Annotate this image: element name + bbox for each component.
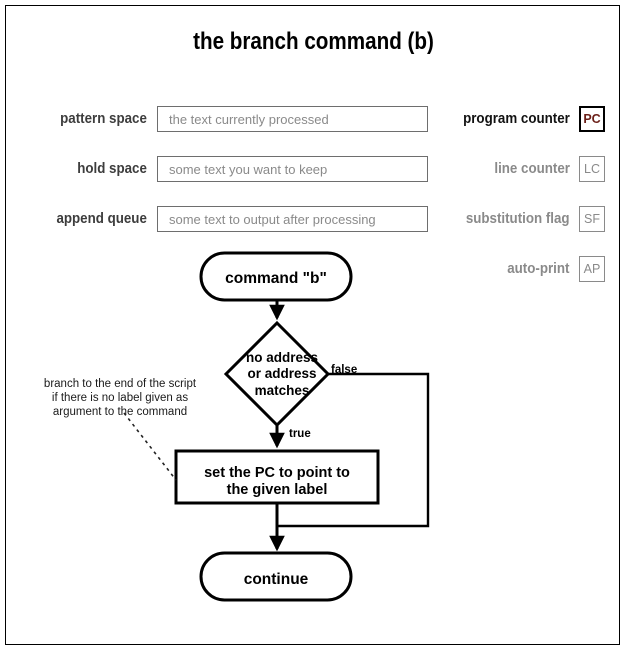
state-field-pattern-space: pattern space the text currently process… — [6, 105, 431, 133]
flag-label: auto-print — [507, 261, 570, 277]
hold-space-input[interactable]: some text you want to keep — [157, 156, 428, 182]
decision-node-label[interactable]: no address or address matches — [245, 350, 319, 398]
process-node-label[interactable]: set the PC to point to the given label — [204, 465, 350, 498]
auto-print-badge[interactable]: AP — [579, 256, 605, 282]
program-counter-badge[interactable]: PC — [579, 106, 605, 132]
flag-row-auto-print: auto-print AP — [404, 255, 619, 283]
state-field-label: pattern space — [60, 111, 147, 127]
end-node-label[interactable]: continue — [243, 571, 309, 588]
substitution-flag-badge[interactable]: SF — [579, 206, 605, 232]
flag-label: line counter — [494, 161, 570, 177]
flag-label: program counter — [463, 111, 570, 127]
edge-label-true: true — [289, 428, 311, 440]
append-queue-input[interactable]: some text to output after processing — [157, 206, 428, 232]
flag-row-line-counter: line counter LC — [404, 155, 619, 183]
edge-label-false: false — [331, 364, 358, 376]
annotation-leader-line — [123, 412, 177, 481]
flag-label: substitution flag — [466, 211, 570, 227]
page-title: the branch command (b) — [193, 28, 434, 55]
line-counter-badge[interactable]: LC — [579, 156, 605, 182]
state-field-append-queue: append queue some text to output after p… — [6, 205, 431, 233]
flag-row-program-counter: program counter PC — [404, 105, 619, 133]
state-field-label: append queue — [56, 211, 147, 227]
annotation-note: branch to the end of the script if there… — [43, 378, 197, 419]
state-field-label: hold space — [77, 161, 147, 177]
flowchart-graphics — [123, 251, 430, 602]
state-field-hold-space: hold space some text you want to keep — [6, 155, 431, 183]
start-node-label[interactable]: command "b" — [225, 270, 327, 287]
diagram-canvas: the branch command (b) pattern space the… — [5, 5, 620, 645]
flag-row-substitution-flag: substitution flag SF — [404, 205, 619, 233]
pattern-space-input[interactable]: the text currently processed — [157, 106, 428, 132]
